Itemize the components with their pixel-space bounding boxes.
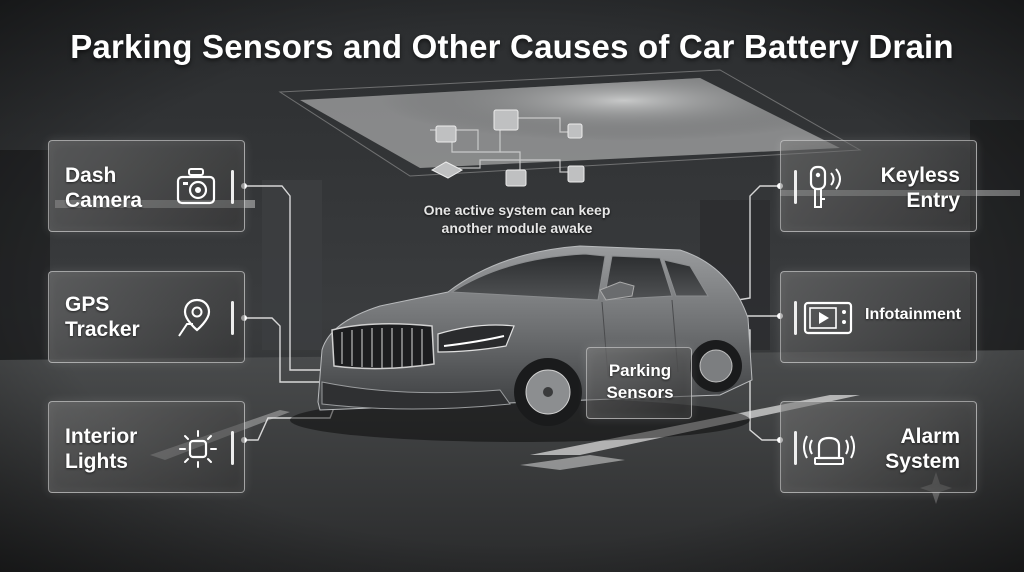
node-alarm-system: Alarm System	[780, 401, 977, 493]
node-infotainment: Infotainment	[780, 271, 977, 363]
map-pin-icon	[178, 298, 211, 337]
dash-camera-line-2: Camera	[65, 189, 143, 212]
keyless-entry-line-2: Entry	[906, 189, 960, 212]
circuit-caption: One active system can keep another modul…	[382, 201, 652, 237]
page-title: Parking Sensors and Other Causes of Car …	[70, 28, 954, 65]
alarm-system-line-1: Alarm	[900, 425, 960, 448]
key-fob-icon	[809, 165, 841, 208]
screen-play-icon	[803, 301, 853, 335]
node-gps-tracker: GPS Tracker	[48, 271, 245, 363]
caption-line-2: another module awake	[441, 220, 593, 236]
node-dash-camera: Dash Camera	[48, 140, 245, 232]
gps-tracker-line-2: Tracker	[65, 318, 140, 341]
parking-sensors-line-2: Sensors	[606, 383, 674, 402]
dash-camera-line-1: Dash	[65, 164, 117, 187]
interior-lights-line-1: Interior	[65, 425, 138, 448]
infotainment-label: Infotainment	[865, 306, 961, 323]
node-keyless-entry: Keyless Entry	[780, 140, 977, 232]
camera-icon	[176, 168, 216, 205]
alarm-system-line-2: System	[885, 450, 960, 473]
node-parking-sensors: Parking Sensors	[586, 347, 692, 419]
parking-sensors-line-1: Parking	[608, 361, 672, 380]
caption-line-1: One active system can keep	[423, 202, 611, 218]
gps-tracker-line-1: GPS	[65, 293, 110, 316]
siren-icon	[803, 435, 855, 465]
keyless-entry-line-1: Keyless	[880, 164, 960, 187]
node-interior-lights: Interior Lights	[48, 401, 245, 493]
interior-lights-line-2: Lights	[65, 450, 128, 473]
light-icon	[179, 430, 217, 468]
